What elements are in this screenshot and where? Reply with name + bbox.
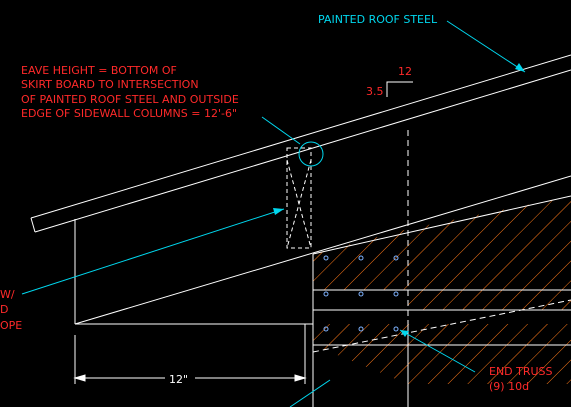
eave-note-line-2: SKIRT BOARD TO INTERSECTION xyxy=(21,78,199,91)
dim-arrow-right xyxy=(294,374,307,382)
rafter-lower xyxy=(74,175,571,325)
truss-top-chord xyxy=(312,195,571,255)
nail xyxy=(323,326,329,332)
slope-run: 12 xyxy=(398,65,412,78)
nail xyxy=(323,291,329,297)
eave-intersection-circle xyxy=(298,141,324,167)
arrow-left xyxy=(273,208,284,215)
eave-note-line-4: EDGE OF SIDEWALL COLUMNS = 12'-6" xyxy=(21,107,237,120)
roof-end-cap xyxy=(30,217,36,233)
hatch-band xyxy=(408,290,571,310)
left-fragment-3: OPE xyxy=(0,319,22,332)
eave-note-line-3: OF PAINTED ROOF STEEL AND OUTSIDE xyxy=(21,93,239,106)
label-painted-roof-steel: PAINTED ROOF STEEL xyxy=(318,13,438,26)
nail xyxy=(358,291,364,297)
block-outline xyxy=(286,147,312,249)
eave-note: EAVE HEIGHT = BOTTOM OF SKIRT BOARD TO I… xyxy=(21,64,239,120)
nail xyxy=(323,255,329,261)
leader-end-truss xyxy=(399,329,476,373)
block-x-2 xyxy=(286,159,312,249)
dim-text-bg xyxy=(165,370,195,384)
nail xyxy=(393,291,399,297)
dim-arrow-left xyxy=(73,374,86,382)
left-fragment-2: D xyxy=(0,303,8,316)
framing xyxy=(74,130,571,407)
nail xyxy=(358,255,364,261)
roof-top-line xyxy=(30,54,571,219)
nail xyxy=(393,255,399,261)
leader-arrows xyxy=(273,63,525,337)
slope-symbol xyxy=(386,81,413,97)
leader-eave xyxy=(261,116,301,145)
blocking-dashed xyxy=(286,147,312,249)
left-note-fragment: W/ D OPE xyxy=(0,288,22,332)
dimension-label: 12" xyxy=(169,373,188,386)
nail xyxy=(393,326,399,332)
nail-pattern xyxy=(323,255,399,332)
hatch-upper xyxy=(313,196,571,290)
roof-bottom-line xyxy=(34,69,571,233)
slope-rise: 3.5 xyxy=(366,85,384,98)
nail xyxy=(358,326,364,332)
leader-left xyxy=(21,208,285,295)
label-nails: (9) 10d xyxy=(489,380,529,393)
slope-indicator: 12 3.5 xyxy=(366,65,413,98)
lower-dashed-chord xyxy=(312,299,571,353)
leader-bottom xyxy=(289,379,331,407)
label-end-truss: END TRUSS xyxy=(489,365,553,378)
arrow-roof xyxy=(515,63,525,72)
arrow-end-truss xyxy=(400,330,409,337)
left-fragment-1: W/ xyxy=(0,288,15,301)
roof-steel xyxy=(30,54,571,233)
leader-roof-steel xyxy=(446,20,526,73)
leaders xyxy=(21,20,526,407)
eave-note-line-1: EAVE HEIGHT = BOTTOM OF xyxy=(21,64,177,77)
